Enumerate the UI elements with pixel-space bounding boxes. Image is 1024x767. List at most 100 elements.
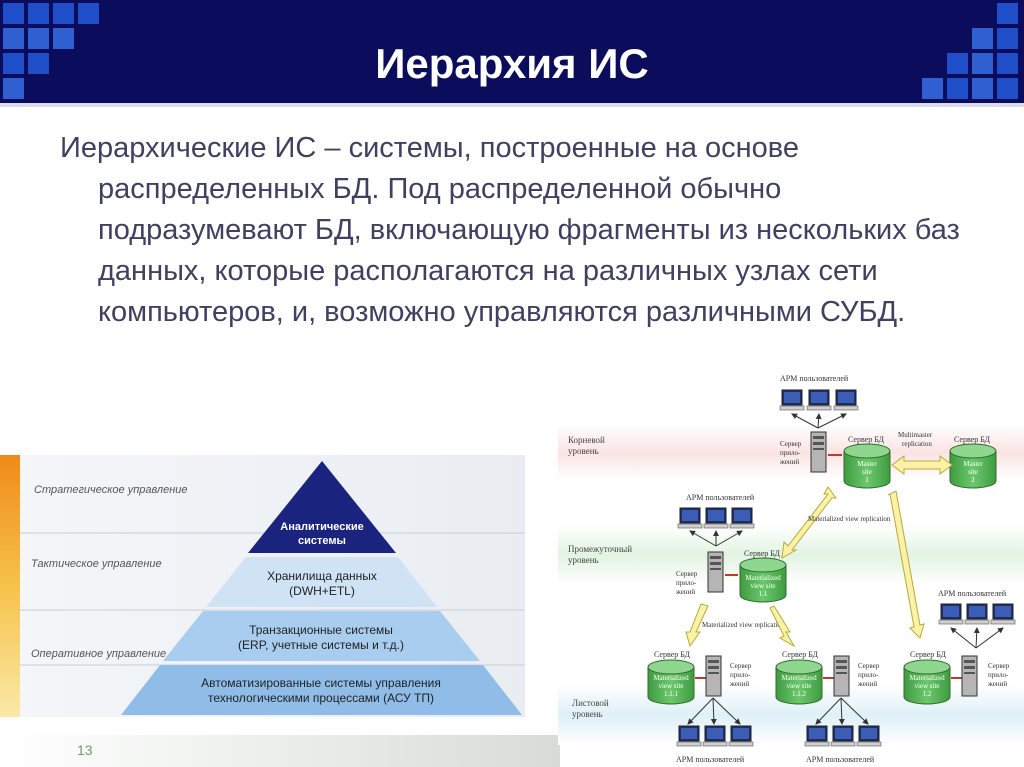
decor-square <box>972 28 993 49</box>
decor-square <box>922 78 943 99</box>
level-mid-line1: Промежуточный <box>568 544 632 554</box>
app-server-label: Сервер <box>730 662 752 670</box>
db-text: Materialized <box>745 574 781 582</box>
workstation-icon <box>779 389 805 411</box>
tier4-line1: Автоматизированные системы управления <box>201 676 441 690</box>
level-mid-line2: уровень <box>568 555 599 565</box>
workstation-icon <box>729 507 755 529</box>
db-text: site <box>862 468 872 476</box>
decor-square <box>997 53 1018 74</box>
tier3-line2: (ERP, учетные системы и т.д.) <box>238 638 404 652</box>
app-server-label: жений <box>987 680 1007 688</box>
workstation-icon <box>804 725 830 747</box>
level-label-tactical: Тактическое управление <box>31 558 162 570</box>
workstation-icon <box>856 725 882 747</box>
page-number: 13 <box>77 742 93 758</box>
arm-label-bottom-left: АРМ пользователей <box>676 755 745 764</box>
decor-square <box>78 3 99 24</box>
distributed-db-network-diagram: Корневой уровень Промежуточный уровень Л… <box>558 374 1024 764</box>
app-server-label: прило- <box>988 671 1009 679</box>
app-server-label: Сервер <box>676 570 698 578</box>
multimaster-label: replication <box>902 440 932 448</box>
decor-square <box>3 28 24 49</box>
level-root-line2: уровень <box>568 446 599 456</box>
workstation-icon <box>703 507 729 529</box>
app-server-icon <box>705 655 722 697</box>
mv-replication-label: Materialized view replication <box>808 515 891 523</box>
db-text: view site <box>658 682 683 690</box>
decor-square <box>972 53 993 74</box>
mv-replication-arrow <box>781 486 837 559</box>
tier1-line1: Аналитические <box>280 521 363 533</box>
decor-square <box>947 78 968 99</box>
multimaster-arrow <box>891 455 953 475</box>
mv-replication-arrow <box>685 603 709 648</box>
app-server-label: Сервер <box>988 662 1010 670</box>
app-server-label: жений <box>675 588 695 596</box>
decor-square <box>997 28 1018 49</box>
workstation-icon <box>833 389 859 411</box>
db-server-label: Сервер БД <box>848 435 885 444</box>
decor-square <box>3 53 24 74</box>
level-root-line1: Корневой <box>568 435 605 445</box>
workstation-icon <box>830 725 856 747</box>
app-server-label: прило- <box>730 671 751 679</box>
db-text: 1 <box>865 476 869 484</box>
mid-level-band <box>558 525 1024 585</box>
level-leaf-line1: Листовой <box>572 698 609 708</box>
decor-square <box>3 78 24 99</box>
level-leaf-line2: уровень <box>572 709 603 719</box>
db-server-label: Сервер БД <box>910 650 947 659</box>
db-text: view site <box>786 682 811 690</box>
decor-square <box>28 28 49 49</box>
mv-replication-arrow-long <box>887 490 925 639</box>
app-server-label: жений <box>857 680 877 688</box>
workstation-icon <box>728 725 754 747</box>
tier2-line2: (DWH+ETL) <box>289 584 355 598</box>
app-server-icon <box>961 655 978 697</box>
decor-square <box>947 53 968 74</box>
multimaster-label: Multimaster <box>898 431 933 439</box>
db-text: 1.1.2 <box>792 690 807 698</box>
db-text: Master <box>963 460 983 468</box>
level-label-strategic: Стратегическое управление <box>34 484 188 496</box>
app-server-label: жений <box>729 680 749 688</box>
decor-square <box>997 78 1018 99</box>
app-server-label: Сервер <box>858 662 880 670</box>
db-text: 1.1 <box>759 590 768 598</box>
app-server-icon <box>833 655 850 697</box>
level-label-operational: Оперативное управление <box>31 648 166 660</box>
arm-label-root: АРМ пользователей <box>780 374 849 383</box>
db-text: Materialized <box>781 674 817 682</box>
db-server-label: Сервер БД <box>782 650 819 659</box>
decor-square <box>28 53 49 74</box>
decor-square <box>28 3 49 24</box>
tier2-line1: Хранилища данных <box>267 569 377 583</box>
hierarchy-pyramid-diagram: Стратегическое управление Тактическое уп… <box>0 455 525 717</box>
db-text: 1.2 <box>923 690 932 698</box>
tier4-line2: технологическими процессами (АСУ ТП) <box>208 691 434 705</box>
footer-strip <box>0 735 560 767</box>
db-text: Master <box>857 460 877 468</box>
decor-square <box>53 28 74 49</box>
db-server-label: Сервер БД <box>954 435 991 444</box>
app-server-label: прило- <box>858 671 879 679</box>
arm-label-leaf-right: АРМ пользователей <box>938 589 1007 598</box>
workstation-icon <box>938 603 964 625</box>
arm-label-mid: АРМ пользователей <box>686 493 755 502</box>
app-server-label: прило- <box>676 579 697 587</box>
db-text: Materialized <box>909 674 945 682</box>
app-server-label: Сервер <box>780 440 802 448</box>
pyramid-tier-analytic <box>248 461 396 553</box>
header-divider <box>0 103 1024 107</box>
decor-square <box>972 78 993 99</box>
root-level-band <box>558 425 1024 480</box>
workstation-icon <box>676 725 702 747</box>
body-text-rest: Под распределенной обычно подразумевают … <box>98 173 960 328</box>
db-text: view site <box>914 682 939 690</box>
body-paragraph: Иерархические ИС – системы, построенные … <box>60 128 960 333</box>
workstation-icon <box>990 603 1016 625</box>
workstation-icon <box>702 725 728 747</box>
db-text: 2 <box>971 476 975 484</box>
slide-header: Иерархия ИС <box>0 0 1024 103</box>
